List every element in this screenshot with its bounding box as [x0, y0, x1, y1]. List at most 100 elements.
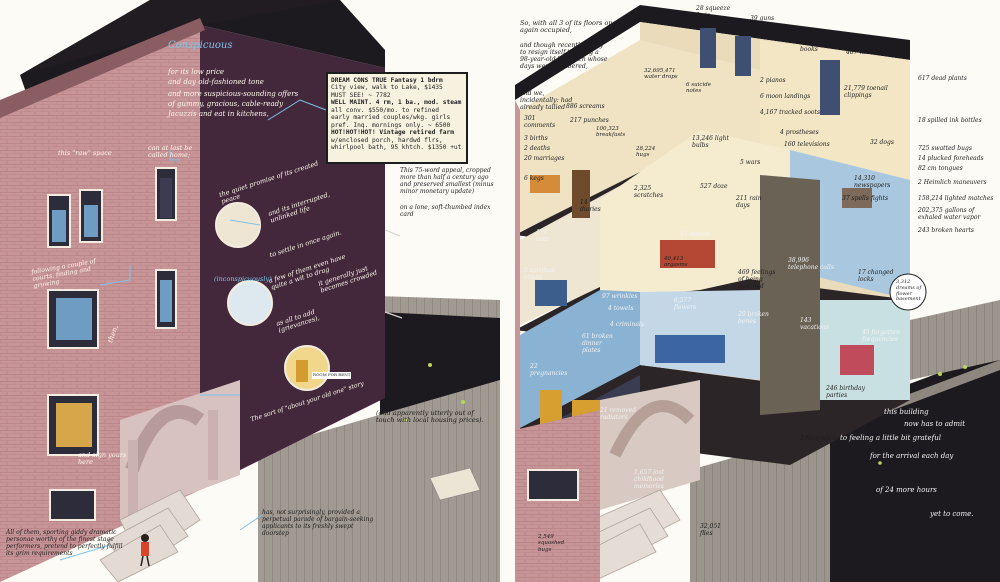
stat-water-drops: 32,695,471 water drops — [644, 68, 678, 81]
stat-comments: 301 comments — [524, 115, 556, 129]
ad-line: MUST SEE! ~ 7782 — [331, 91, 391, 99]
closing-line-4: for the arrival each day — [870, 452, 954, 460]
stat-moon-landings: 6 moon landings — [760, 93, 811, 100]
stat-orgasms: 40,413 orgasms — [664, 256, 688, 269]
right-intro: So, with all 3 of its floors once again … — [520, 19, 621, 35]
closing-line-3: to feeling a little bit grateful — [840, 434, 941, 442]
stat-spiritual-crises: 5 spiritual crises — [524, 267, 556, 281]
stat-dinner-parties: 61 broken dinner plates — [582, 333, 613, 354]
stat-punches: 217 punches — [570, 117, 609, 124]
stat-squashed-bugs: 2,549 squashed bugs — [538, 534, 565, 553]
left-fence-back — [378, 296, 500, 318]
stat-suicide-notes: 6 suicide notes — [686, 82, 711, 95]
stat-tracked-soot: 4,167 tracked soots — [760, 109, 821, 116]
stat-dead-plants: 617 dead plants — [918, 75, 967, 82]
stat-wars: 5 wars — [740, 159, 761, 166]
ad-line: City view, walk to Lake, $1435 — [331, 84, 443, 92]
stat-squeeze-farts: 28 squeeze farts — [696, 5, 731, 19]
stat-marriages: 20 marriages — [524, 155, 565, 162]
stat-scratches: 2,325 scratches — [634, 185, 664, 199]
sign-here-caption: and sign yours here — [78, 451, 127, 467]
room-mid-center — [600, 130, 790, 300]
stat-pregnancies: 22 pregnancies — [530, 363, 568, 377]
stat-dreams-of-flowers: 3,312 dreams of flower basement — [896, 279, 922, 303]
left-intro-3: and more suspicious-sounding offers — [168, 90, 299, 98]
stat-births: 3 births — [524, 135, 548, 142]
out-of-touch-caption: (and apparently utterly out of touch wit… — [376, 409, 484, 425]
right-fence-back — [910, 300, 1000, 380]
stat-deaths: 2 deaths — [524, 145, 551, 152]
closing-line-2: now has to admit — [904, 420, 966, 428]
vignette-desk — [215, 202, 261, 248]
stat-flowers: 6,577 flowers — [674, 297, 697, 311]
room-sign: ROOM FOR RENT — [312, 372, 352, 379]
stat-light-bulbs: 13,246 light bulbs — [692, 135, 729, 149]
newspaper — [429, 467, 481, 501]
stat-changed-locks: 17 changed locks — [858, 269, 894, 283]
right-fence-front — [690, 430, 830, 582]
stat-rain-days: 211 rain days — [736, 195, 762, 209]
stat-dogs: 32 dogs — [870, 139, 894, 146]
right-roof-edge — [515, 5, 910, 100]
ad-line: WELL MAINT. 4 rm, 1 ba., mod. steam — [331, 99, 462, 107]
stat-failures: 469 feelings of being watched — [738, 269, 776, 290]
stat-cats: 171 cats — [536, 229, 549, 243]
stat-pianos: 2 pianos — [760, 77, 786, 84]
stat-televisions: 160 televisions — [784, 141, 830, 148]
right-though: and though recently ready to resign itse… — [520, 42, 608, 71]
stat-screams: 886 screams — [566, 103, 605, 110]
left-intro-2: and day old-fashioned tone — [168, 78, 264, 86]
left-intro-1: for its low price — [168, 68, 225, 76]
appeal-caption: This 75-word appeal, cropped more than h… — [400, 167, 494, 195]
stat-tongues: 82 cm tongues — [918, 165, 963, 172]
stat-breakfasts: 100,323 breakfasts — [596, 126, 626, 139]
vignette-chair — [227, 280, 273, 326]
stat-broken-hearts: 243 broken hearts — [918, 227, 974, 234]
classified-ads: DREAM CONS TRUE Fantasy 1 bdrm City view… — [326, 72, 468, 164]
inconspicuously-caption: (inconspicuously) — [214, 275, 272, 283]
stat-horses: 21 horses — [680, 231, 710, 238]
right-facade-left — [515, 100, 520, 522]
left-intro-4: of gummy, gracious, cable-ready — [168, 100, 284, 108]
stat-criminals: 4 criminals — [610, 321, 644, 328]
stat-hugs: 28,224 hugs — [636, 146, 656, 159]
closing-line-6: yet to come. — [930, 510, 974, 518]
stat-removed-radiators: 21 removed radiators — [600, 407, 637, 421]
right-we: and we, incidentally: had already tallie… — [520, 90, 573, 112]
ad-line: whirlpool bath, 95 khtch. $1350 +ut. — [331, 143, 463, 151]
stat-towels: 4 towels — [608, 305, 634, 312]
stat-nicknames: 487 nicknames — [846, 49, 892, 56]
giddy-personae-caption: All of them, sporting giddy dramatic per… — [6, 529, 123, 557]
stair-well — [760, 175, 820, 415]
stat-flies: 32,051 flies — [700, 523, 721, 537]
called-home-caption: can at last be called home; — [148, 144, 193, 160]
stat-gallons: 202,375 gallons of exhaled water vapor — [918, 207, 981, 221]
left-roof-top — [20, 0, 340, 75]
left-cornice — [0, 18, 205, 118]
left-stairs — [99, 489, 201, 582]
closing-line-5: of 24 more hours — [876, 486, 937, 494]
stat-guns: 39 guns — [750, 15, 775, 22]
index-card-caption: on a lone, soft-thumbed index card — [400, 204, 491, 218]
stat-family-frequencies: 45 forgotten frequencies — [862, 329, 900, 343]
raw-space-caption: this "raw" space — [58, 149, 112, 157]
stat-newspapers: 14,310 newspapers — [854, 175, 891, 189]
stat-matches: 158,214 lighted matches — [918, 195, 994, 202]
dream-bubble — [889, 273, 927, 311]
stat-fights: 37 spells fights — [842, 195, 889, 202]
closing-line-1: this building — [884, 408, 929, 416]
stat-childhood-memories: 1,657 lost childhood memories — [634, 469, 665, 490]
stat-heimlich: 2 Heimlich maneuvers — [918, 179, 987, 186]
applicant-figure — [140, 534, 150, 567]
stat-wrinkles: 97 wrinkles — [602, 293, 638, 300]
stat-broken-bones: 29 broken bones — [738, 311, 769, 325]
stat-swatted: 725 swatted bugs — [918, 145, 972, 152]
ad-line: HOT!HOT!HOT! Vintage retired farm — [331, 129, 454, 137]
stat-kegs: 6 kegs — [524, 175, 544, 182]
stat-vacations: 143 vacations — [800, 317, 829, 331]
stat-spilled-ink: 18 spilled ink bottles — [918, 117, 982, 124]
stat-doze: 527 doze — [700, 183, 728, 190]
stat-prostheses: 4 prostheses — [780, 129, 819, 136]
ad-line: early married couples/wkg. girls — [331, 114, 451, 122]
